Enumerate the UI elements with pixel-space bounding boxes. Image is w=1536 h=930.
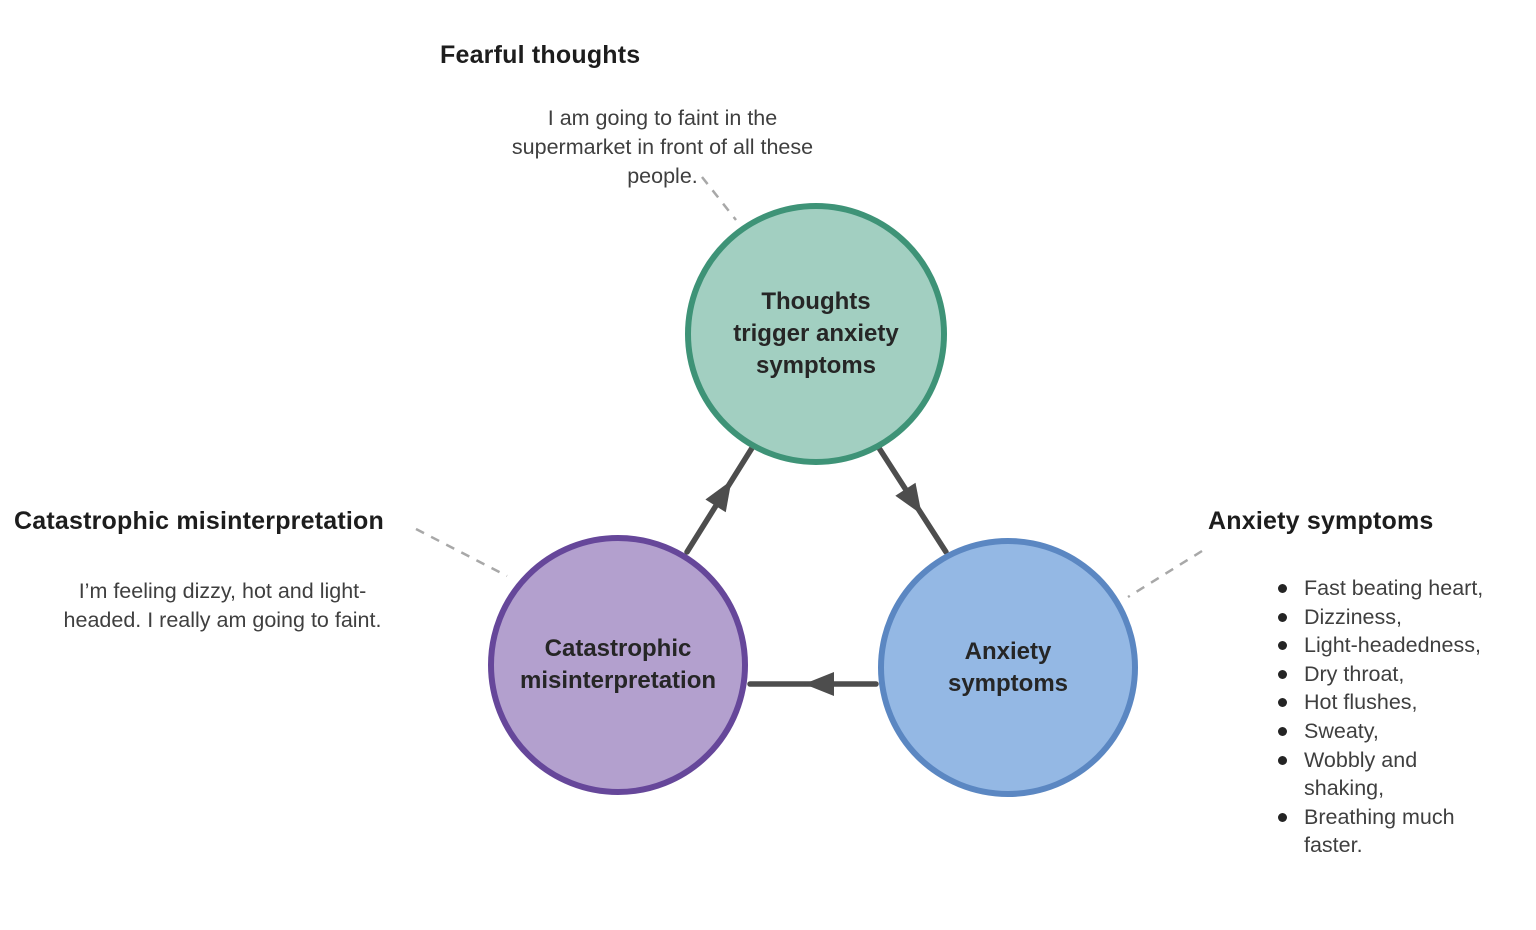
- cycle-arrow-misinterpretation-to-thoughts: [684, 445, 755, 555]
- node-label: Catastrophic misinterpretation: [519, 635, 717, 694]
- arrowhead-down-right-icon: [895, 482, 922, 515]
- quote-line: I’m feeling dizzy, hot and light-: [78, 579, 367, 603]
- quote-line: I am going to faint in the: [547, 106, 778, 130]
- symptom-item: Fast beating heart,: [1276, 574, 1483, 603]
- fearful-thoughts-quote: I am going to faint in the supermarket i…: [485, 104, 840, 191]
- bullet-dot: [1278, 698, 1287, 708]
- cycle-arrow-thoughts-to-symptoms: [876, 445, 949, 555]
- bullet-dot: [1278, 812, 1287, 822]
- catastrophic-misinterpretation-heading: Catastrophic misinterpretation: [14, 507, 384, 535]
- quote-line: supermarket in front of all these: [511, 135, 814, 159]
- bullet-dot: [1278, 726, 1287, 736]
- node-anxiety-symptoms: Anxiety symptoms: [878, 538, 1138, 797]
- node-catastrophic-misinterpretation: Catastrophic misinterpretation: [488, 535, 748, 795]
- quote-line: headed. I really am going to faint.: [63, 608, 382, 632]
- catastrophic-misinterpretation-quote: I’m feeling dizzy, hot and light- headed…: [30, 577, 415, 635]
- anxiety-symptoms-heading: Anxiety symptoms: [1208, 507, 1434, 535]
- symptom-item: Dry throat,: [1276, 660, 1483, 689]
- bullet-dot: [1278, 755, 1287, 765]
- symptom-item: Sweaty,: [1276, 717, 1483, 746]
- fearful-thoughts-heading: Fearful thoughts: [440, 41, 641, 69]
- anxiety-symptoms-list: Fast beating heart, Dizziness, Light-hea…: [1276, 574, 1483, 860]
- symptom-item: Dizziness,: [1276, 603, 1483, 632]
- quote-line: people.: [627, 164, 698, 188]
- arrowhead-left-icon: [804, 672, 834, 696]
- bullet-dot: [1278, 669, 1287, 679]
- arrowhead-up-right-icon: [705, 480, 732, 513]
- symptom-item: Wobbly and shaking,: [1276, 746, 1483, 803]
- symptom-item: Light-headedness,: [1276, 631, 1483, 660]
- bullet-dot: [1278, 641, 1287, 651]
- symptom-item: Breathing much faster.: [1276, 803, 1483, 860]
- node-thoughts-trigger-anxiety: Thoughts trigger anxiety symptoms: [685, 203, 947, 465]
- symptom-item: Hot flushes,: [1276, 688, 1483, 717]
- node-label: Thoughts trigger anxiety symptoms: [733, 288, 899, 379]
- bullet-dot: [1278, 612, 1287, 622]
- bullet-dot: [1278, 584, 1287, 593]
- node-label: Anxiety symptoms: [947, 637, 1069, 697]
- dashed-connector-catastrophic: [415, 527, 508, 578]
- dashed-connector-anxiety-symptoms: [1127, 549, 1203, 599]
